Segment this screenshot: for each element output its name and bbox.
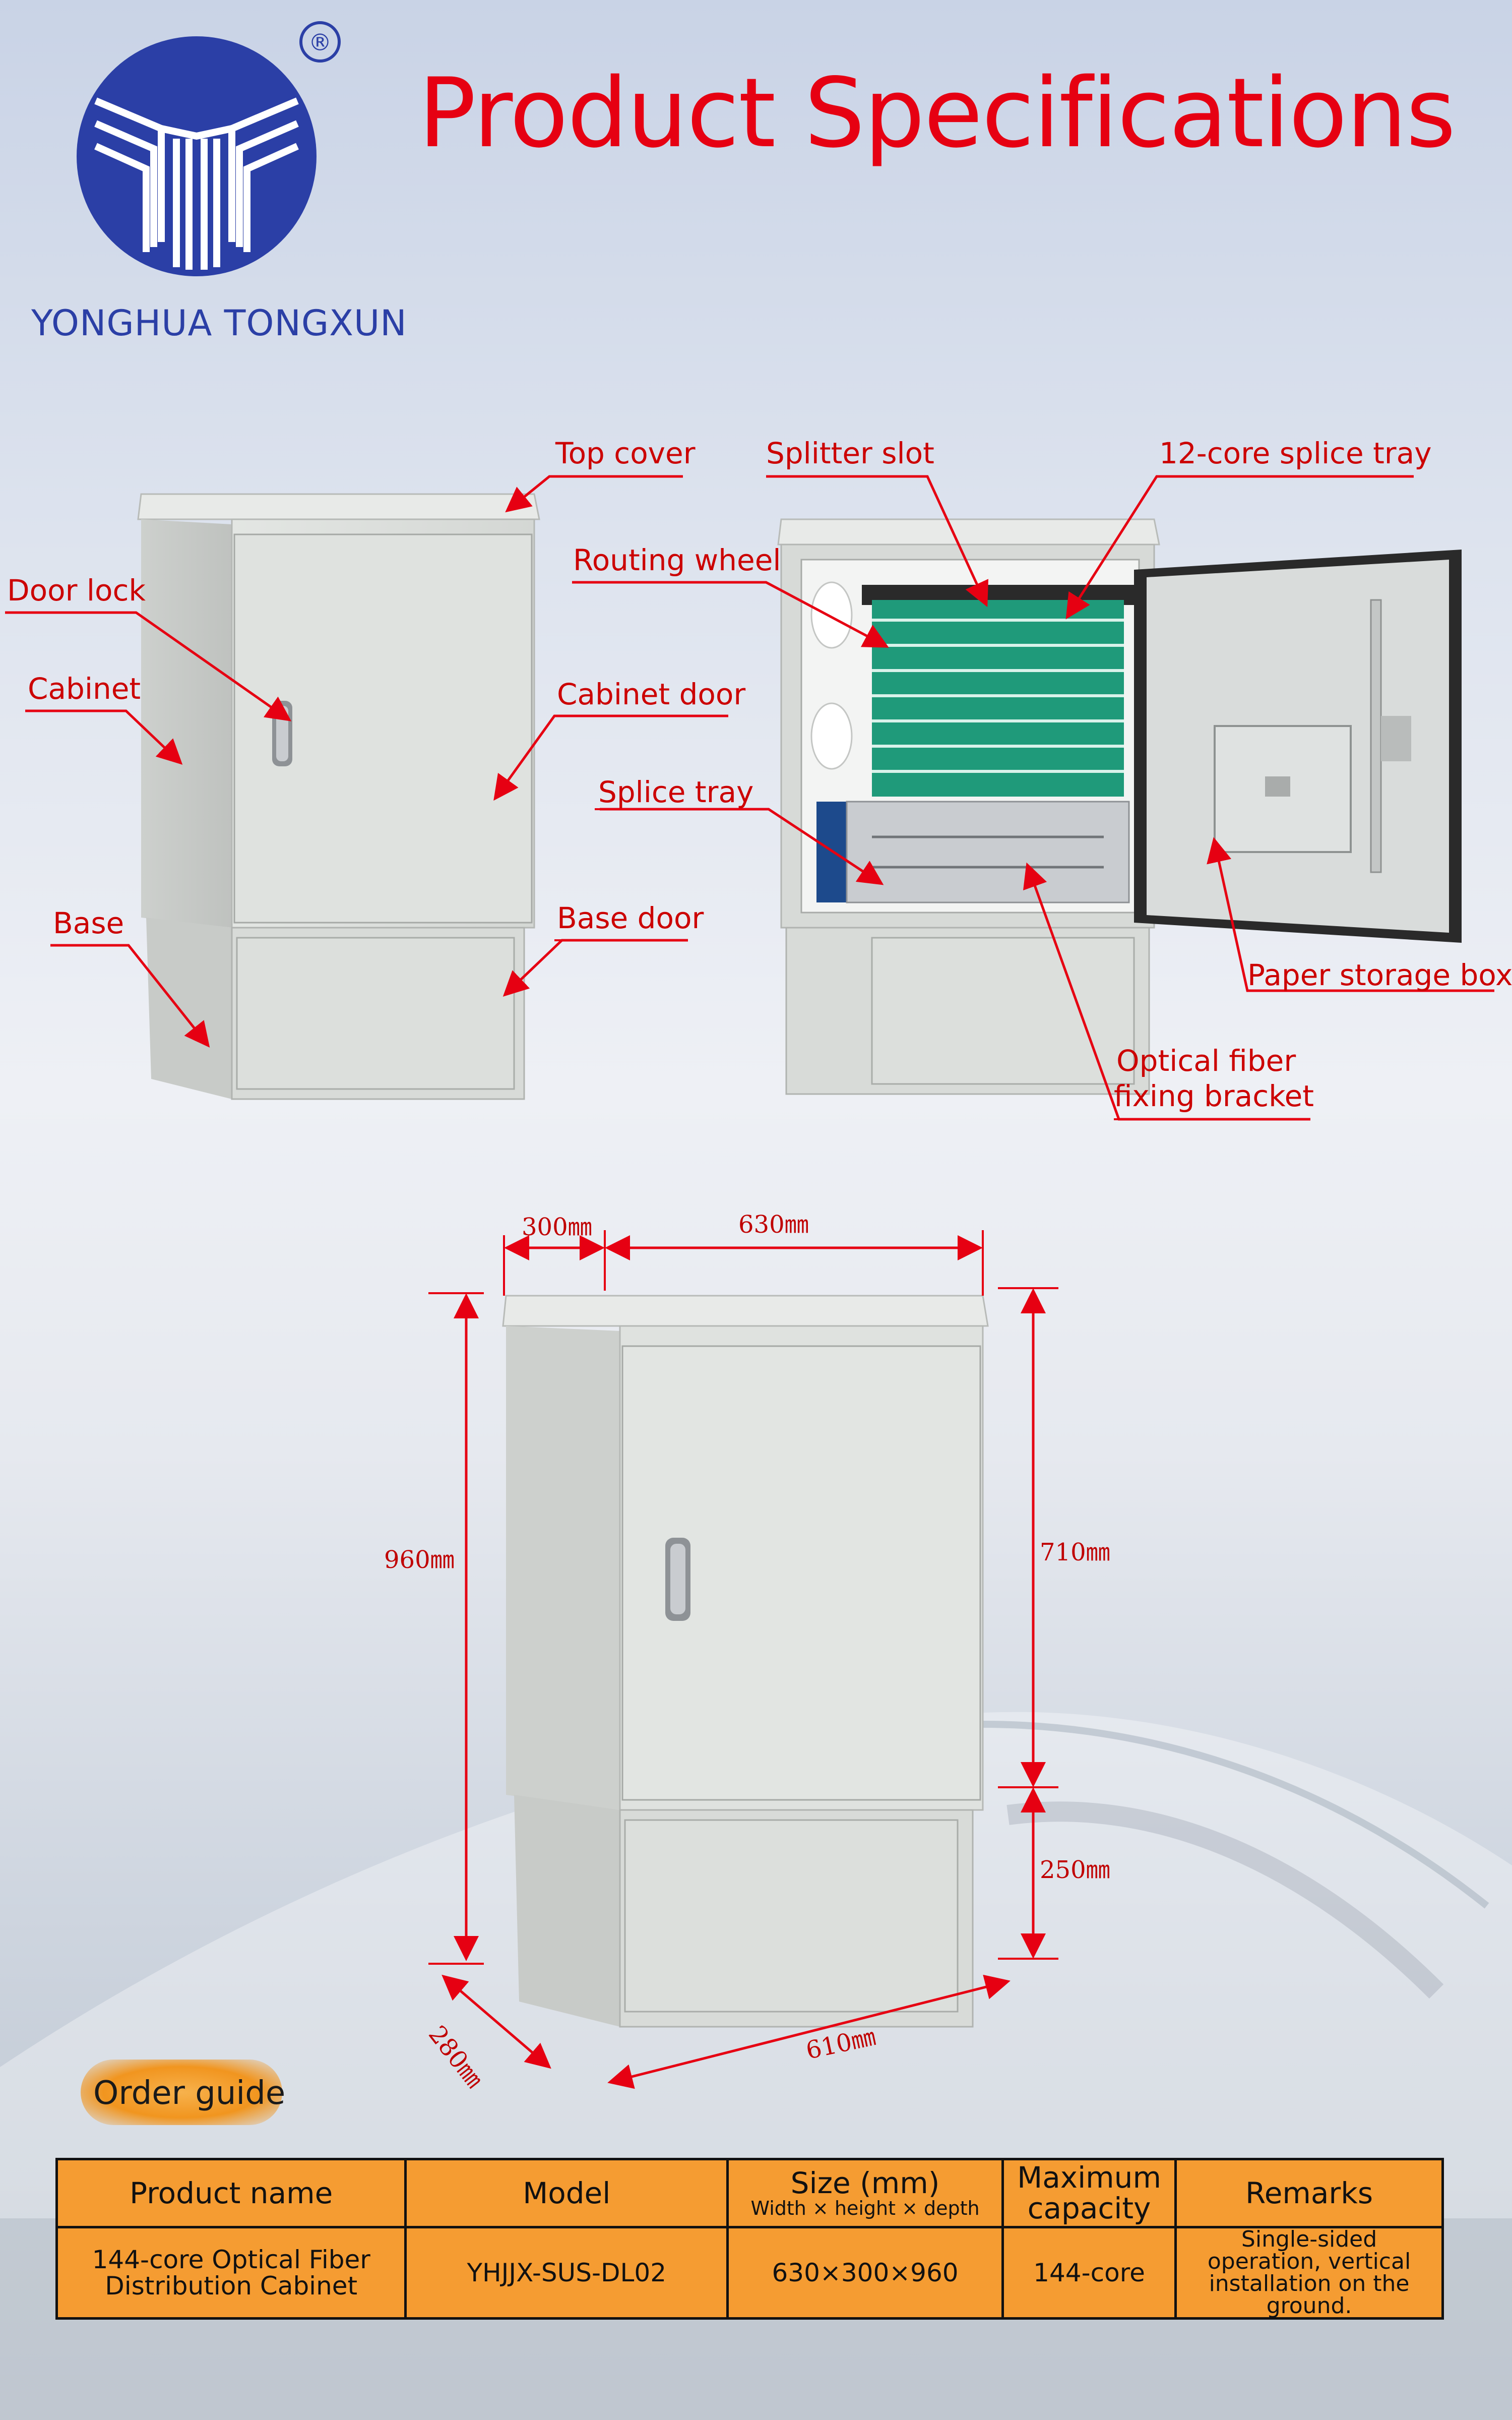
cell-remarks: Single-sided operation, vertical install… — [1174, 2226, 1444, 2320]
header-size: Size (mm) Width × height × depth — [726, 2158, 1004, 2228]
table-row: 144-core Optical Fiber Distribution Cabi… — [55, 2226, 1444, 2320]
label-cabinet: Cabinet — [28, 672, 141, 706]
label-cabinet-door: Cabinet door — [557, 677, 746, 711]
header-remarks: Remarks — [1174, 2158, 1444, 2228]
label-12-core-splice-tray: 12-core splice tray — [1159, 436, 1432, 470]
dim-width-top: 630㎜ — [738, 1211, 809, 1239]
cell-size: 630×300×960 — [726, 2226, 1004, 2320]
label-optical-fiber-fixing-bracket-line1: Optical fiber — [1116, 1044, 1296, 1078]
label-routing-wheel: Routing wheel — [573, 543, 781, 577]
header-size-sub: Width × height × depth — [750, 2197, 980, 2219]
label-base: Base — [53, 906, 124, 940]
header-size-label: Size (mm) — [790, 2165, 940, 2200]
header-model: Model — [404, 2158, 729, 2228]
label-paper-storage-box: Paper storage box — [1247, 958, 1512, 992]
label-door-lock: Door lock — [7, 573, 146, 608]
table-header-row: Product name Model Size (mm) Width × hei… — [55, 2158, 1444, 2228]
header-product-name: Product name — [55, 2158, 407, 2228]
dim-height-cabinet: 710㎜ — [1040, 1538, 1110, 1566]
dim-height-base: 250㎜ — [1040, 1856, 1110, 1884]
order-guide-badge: Order guide — [81, 2060, 286, 2125]
company-logo — [77, 36, 317, 276]
brand-name: YONGHUA TONGXUN — [31, 302, 407, 344]
cell-max-capacity: 144-core — [1001, 2226, 1177, 2320]
header-max-capacity: Maximum capacity — [1001, 2158, 1177, 2228]
label-splice-tray: Splice tray — [598, 775, 754, 809]
cell-model: YHJJX-SUS-DL02 — [404, 2226, 729, 2320]
registered-mark-icon: ® — [299, 21, 341, 63]
label-optical-fiber-fixing-bracket-line2: fixing bracket — [1114, 1079, 1314, 1113]
cell-product-name: 144-core Optical Fiber Distribution Cabi… — [55, 2226, 407, 2320]
label-top-cover: Top cover — [555, 436, 696, 470]
dim-height-total: 960㎜ — [384, 1546, 455, 1574]
label-splitter-slot: Splitter slot — [766, 436, 934, 470]
order-guide-label: Order guide — [93, 2075, 286, 2112]
label-base-door: Base door — [557, 901, 704, 935]
cabinet-open-image — [777, 518, 1462, 1095]
svg-text:®: ® — [308, 29, 332, 56]
dim-depth-top: 300㎜ — [522, 1213, 592, 1241]
page-title: Product Specifications — [418, 57, 1456, 169]
cabinet-closed-image — [137, 493, 540, 1100]
order-guide-table: Product name Model Size (mm) Width × hei… — [55, 2158, 1444, 2320]
